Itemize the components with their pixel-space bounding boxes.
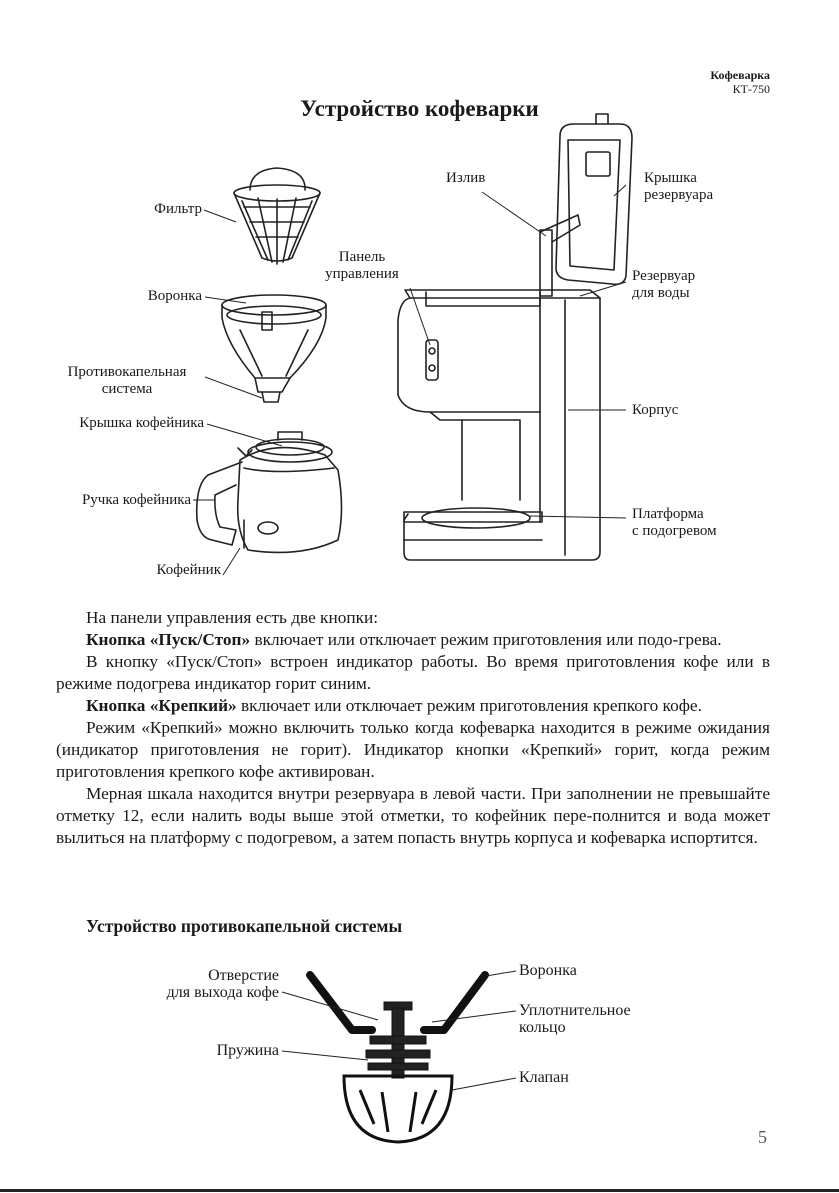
funnel-drawing bbox=[222, 295, 326, 402]
paragraph: Мерная шкала находится внутри резервуара… bbox=[56, 783, 770, 849]
label-pot-lid: Крышка кофейника bbox=[79, 415, 204, 432]
label-pot: Кофейник bbox=[156, 562, 221, 579]
paragraph: Режим «Крепкий» можно включить только ко… bbox=[56, 717, 770, 783]
label-drip-funnel: Воронка bbox=[519, 962, 577, 979]
label-valve: Клапан bbox=[519, 1069, 569, 1086]
label-filter: Фильтр bbox=[154, 201, 202, 218]
label-housing: Корпус bbox=[632, 402, 678, 419]
body-text: На панели управления есть две кнопки: Кн… bbox=[56, 607, 770, 849]
page-bottom-border bbox=[0, 1189, 839, 1192]
label-warming-plate: Платформа с подогревом bbox=[632, 506, 717, 540]
label-seal-ring: Уплотнительное кольцо bbox=[519, 1002, 631, 1036]
section-heading: Устройство противокапельной системы bbox=[86, 916, 402, 937]
page-number: 5 bbox=[758, 1127, 767, 1148]
label-water-tank: Резервуар для воды bbox=[632, 268, 695, 302]
label-tank-lid: Крышка резервуара bbox=[644, 170, 713, 204]
label-spout: Излив bbox=[446, 170, 485, 187]
label-funnel: Воронка bbox=[148, 288, 202, 305]
label-spring: Пружина bbox=[217, 1042, 279, 1059]
paragraph: На панели управления есть две кнопки: bbox=[56, 607, 770, 629]
machine-drawing bbox=[398, 114, 632, 560]
paragraph: Кнопка «Пуск/Стоп» включает или отключае… bbox=[56, 629, 770, 651]
leader-lines bbox=[193, 185, 626, 575]
label-control-panel: Панель управления bbox=[316, 249, 408, 283]
label-outlet: Отверстие для выхода кофе bbox=[167, 967, 279, 1001]
label-antidrip: Противокапельная система bbox=[52, 364, 202, 398]
carafe-drawing bbox=[197, 432, 342, 552]
paragraph: В кнопку «Пуск/Стоп» встроен индикатор р… bbox=[56, 651, 770, 695]
filter-drawing bbox=[234, 168, 320, 264]
paragraph: Кнопка «Крепкий» включает или отключает … bbox=[56, 695, 770, 717]
label-pot-handle: Ручка кофейника bbox=[82, 492, 191, 509]
